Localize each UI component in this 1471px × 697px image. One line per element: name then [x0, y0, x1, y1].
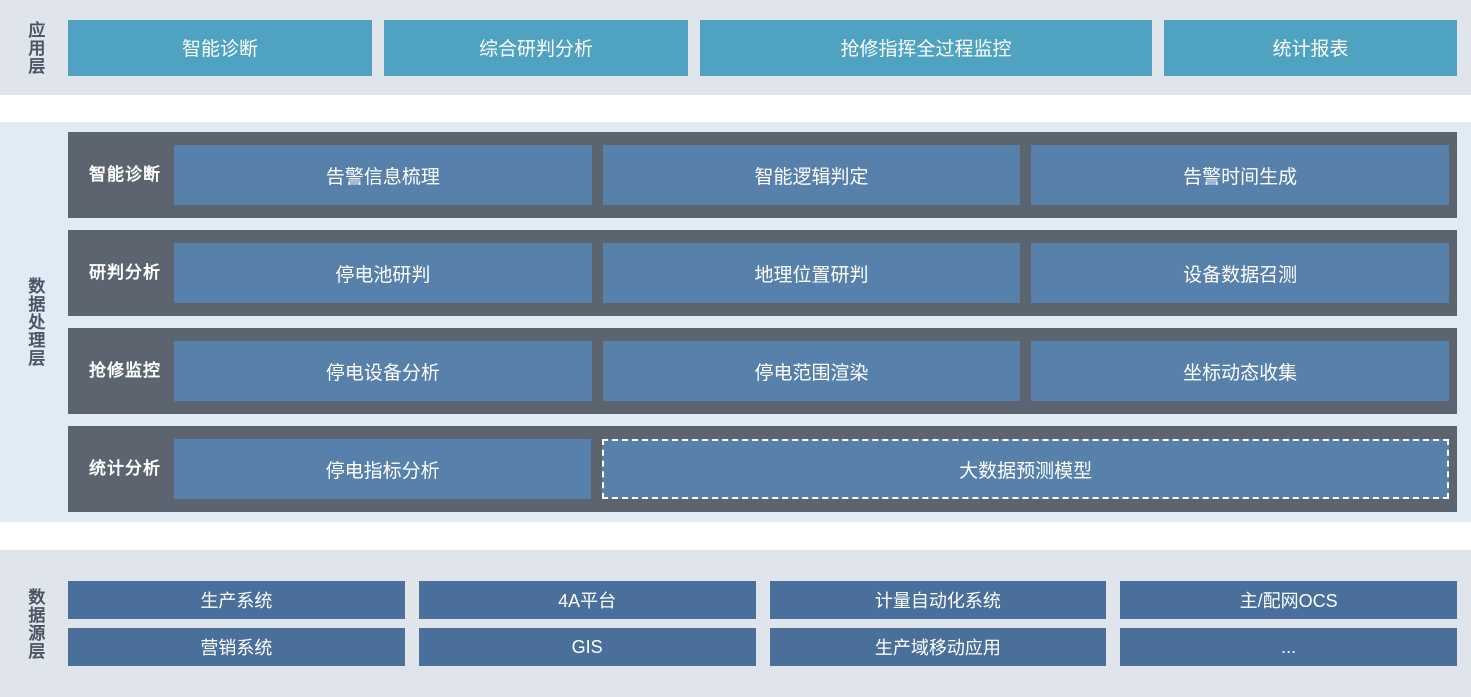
ds-cell-production-mobile-application[interactable]: 生产域移动应用: [769, 628, 1107, 666]
row-label-repair-monitoring: 抢修监控: [89, 361, 161, 381]
data-source-layer: 数据源层 生产系统 4A平台 计量自动化系统 主/配网OCS 营销系统 GIS …: [0, 550, 1471, 697]
table-row: 营销系统 GIS 生产域移动应用 ...: [68, 628, 1457, 666]
dp-cell-intelligent-logic-judgment[interactable]: 智能逻辑判定: [602, 145, 1021, 205]
row-label-statistical-analysis: 统计分析: [89, 459, 161, 479]
dp-cell-coordinate-dynamic-collection[interactable]: 坐标动态收集: [1031, 341, 1450, 401]
ds-cell-gis[interactable]: GIS: [418, 628, 756, 666]
app-box-repair-command-monitoring[interactable]: 抢修指挥全过程监控: [700, 19, 1152, 76]
application-layer-boxes: 智能诊断 综合研判分析 抢修指挥全过程监控 统计报表: [68, 0, 1471, 95]
dp-cell-outage-device-analysis[interactable]: 停电设备分析: [174, 341, 592, 401]
ds-cell-more[interactable]: ...: [1120, 628, 1457, 666]
row-cells: 停电设备分析 停电范围渲染 坐标动态收集: [174, 341, 1450, 401]
data-processing-rows: 智能诊断 告警信息梳理 智能逻辑判定 告警时间生成 研判分析 停电池研判 地理位…: [68, 122, 1471, 522]
ds-cell-4a-platform[interactable]: 4A平台: [418, 581, 756, 619]
dp-cell-geographic-location-analysis[interactable]: 地理位置研判: [602, 243, 1021, 303]
layer-gap-divider-top: [0, 95, 1471, 122]
layer-gap-divider-bottom: [0, 522, 1471, 550]
app-box-statistical-report[interactable]: 统计报表: [1164, 19, 1457, 76]
dp-cell-outage-pool-analysis[interactable]: 停电池研判: [174, 243, 592, 303]
table-row: 抢修监控 停电设备分析 停电范围渲染 坐标动态收集: [68, 328, 1457, 414]
table-row: 生产系统 4A平台 计量自动化系统 主/配网OCS: [68, 581, 1457, 619]
table-row: 智能诊断 告警信息梳理 智能逻辑判定 告警时间生成: [68, 132, 1457, 218]
dp-cell-alarm-info-sorting[interactable]: 告警信息梳理: [174, 145, 592, 205]
row-label-research-analysis: 研判分析: [89, 263, 161, 283]
data-source-layer-label: 数据源层: [25, 587, 45, 660]
ds-cell-marketing-system[interactable]: 营销系统: [68, 628, 405, 666]
dp-cell-outage-index-analysis[interactable]: 停电指标分析: [174, 439, 592, 499]
dp-cell-outage-scope-rendering[interactable]: 停电范围渲染: [602, 341, 1021, 401]
ds-cell-production-system[interactable]: 生产系统: [68, 581, 405, 619]
row-cells: 告警信息梳理 智能逻辑判定 告警时间生成: [174, 145, 1450, 205]
application-layer: 应用层 智能诊断 综合研判分析 抢修指挥全过程监控 统计报表: [0, 0, 1471, 95]
row-cells: 停电池研判 地理位置研判 设备数据召测: [174, 243, 1450, 303]
data-processing-layer-label: 数据处理层: [25, 277, 45, 367]
ds-cell-main-distribution-network-ocs[interactable]: 主/配网OCS: [1120, 581, 1457, 619]
app-box-comprehensive-analysis[interactable]: 综合研判分析: [384, 19, 688, 76]
data-processing-layer: 数据处理层 智能诊断 告警信息梳理 智能逻辑判定 告警时间生成 研判分析 停电池…: [0, 122, 1471, 522]
ds-cell-metering-automation-system[interactable]: 计量自动化系统: [769, 581, 1107, 619]
dp-cell-big-data-prediction-model[interactable]: 大数据预测模型: [602, 439, 1449, 499]
dp-cell-alarm-time-generation[interactable]: 告警时间生成: [1031, 145, 1450, 205]
data-source-rows: 生产系统 4A平台 计量自动化系统 主/配网OCS 营销系统 GIS 生产域移动…: [68, 550, 1471, 697]
dp-cell-device-data-polling[interactable]: 设备数据召测: [1031, 243, 1450, 303]
app-box-intelligent-diagnosis[interactable]: 智能诊断: [68, 19, 372, 76]
row-cells: 停电指标分析 大数据预测模型: [174, 439, 1449, 499]
table-row: 研判分析 停电池研判 地理位置研判 设备数据召测: [68, 230, 1457, 316]
row-label-intelligent-diagnosis: 智能诊断: [89, 165, 161, 185]
table-row: 统计分析 停电指标分析 大数据预测模型: [68, 426, 1457, 512]
application-layer-label: 应用层: [25, 20, 45, 75]
